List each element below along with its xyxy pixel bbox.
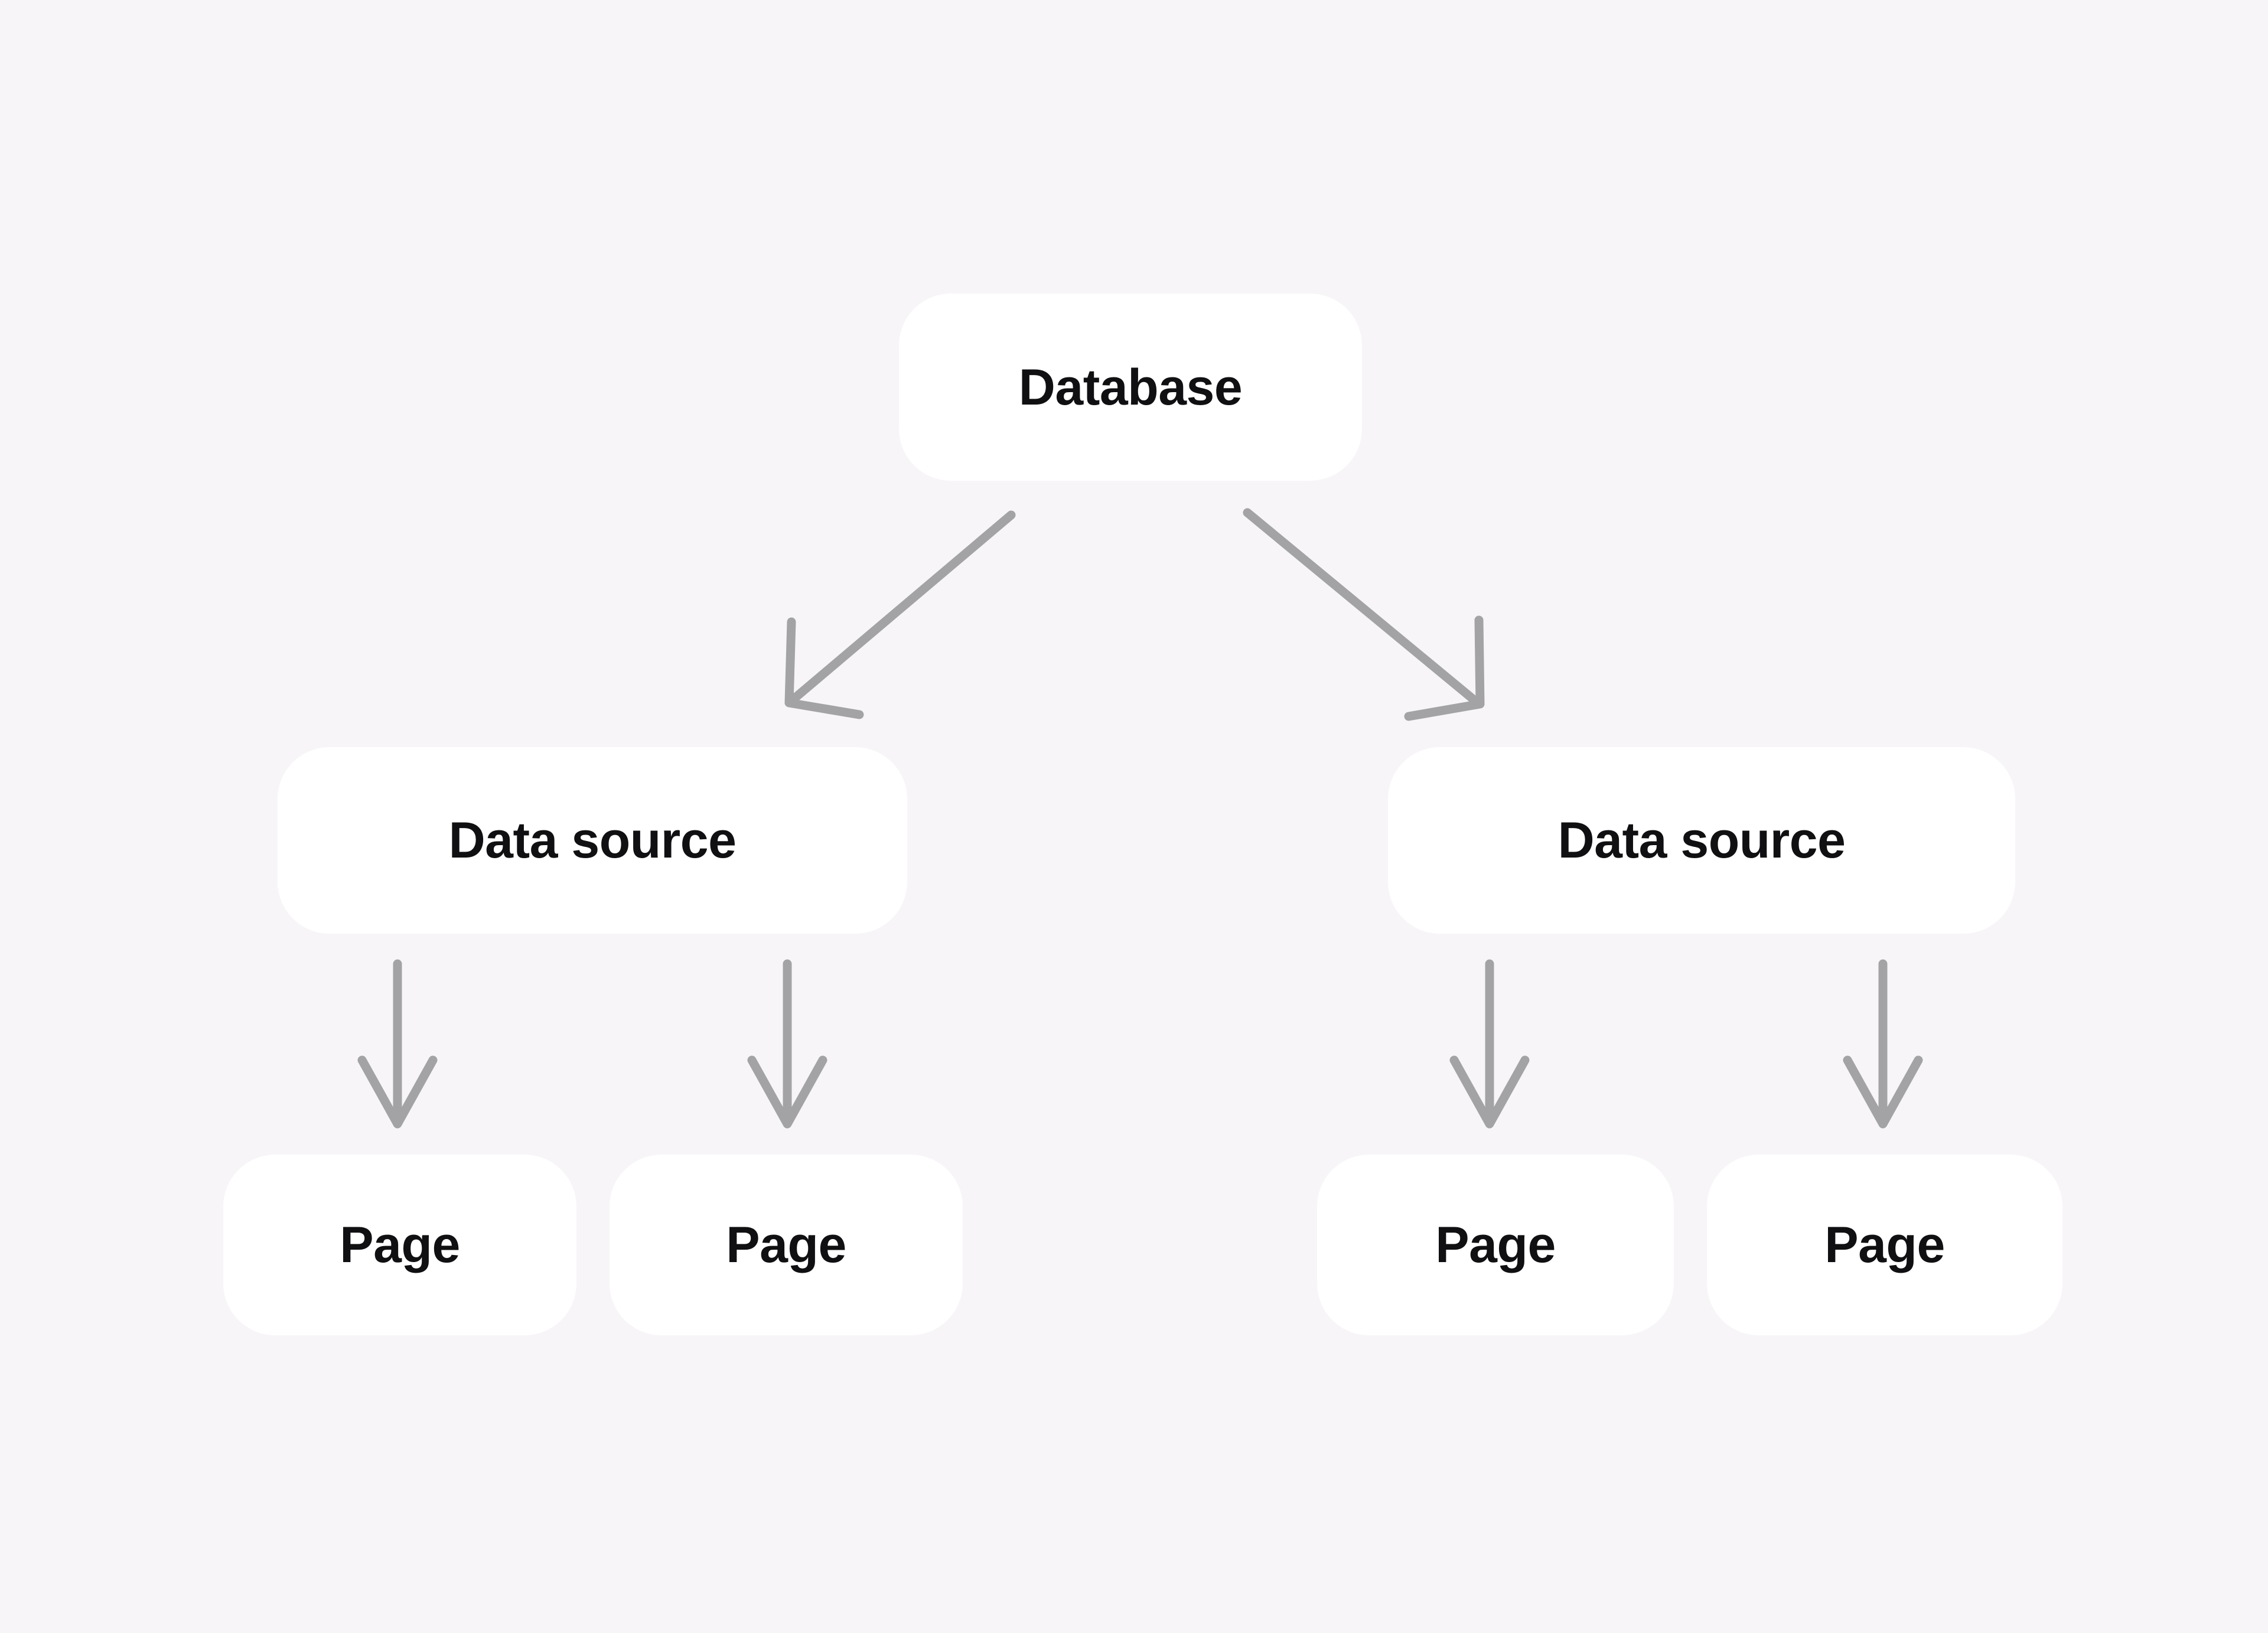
arrowhead-down xyxy=(1449,1055,1530,1129)
node-database-label: Database xyxy=(1018,358,1243,416)
node-page-1[interactable]: Page xyxy=(223,1155,576,1335)
arrowhead-down-left xyxy=(784,617,864,719)
edge-data-source-right-to-page-3 xyxy=(1449,959,1530,1129)
node-data-source-right-label: Data source xyxy=(1557,812,1846,869)
arrowhead-down xyxy=(1843,1055,1923,1129)
arrowhead-down xyxy=(357,1055,438,1129)
edge-data-source-left-to-page-1 xyxy=(357,959,438,1129)
edge-database-to-data-source-right xyxy=(1243,508,1485,721)
arrowhead-down-right xyxy=(1404,615,1485,721)
arrowhead-down xyxy=(747,1055,827,1129)
edge-data-source-left-to-page-2 xyxy=(747,959,827,1129)
node-page-4[interactable]: Page xyxy=(1707,1155,2062,1335)
node-page-1-label: Page xyxy=(340,1217,460,1273)
node-database[interactable]: Database xyxy=(899,294,1362,481)
node-page-2[interactable]: Page xyxy=(610,1155,963,1335)
edge-database-to-data-source-left xyxy=(784,510,1016,719)
node-data-source-right[interactable]: Data source xyxy=(1388,747,2015,934)
edge-data-source-right-to-page-4 xyxy=(1843,959,1923,1129)
node-page-3-label: Page xyxy=(1435,1217,1556,1273)
node-data-source-left-label: Data source xyxy=(448,812,737,869)
node-data-source-left[interactable]: Data source xyxy=(278,747,907,934)
node-page-2-label: Page xyxy=(726,1217,846,1273)
node-page-4-label: Page xyxy=(1824,1217,1945,1273)
node-page-3[interactable]: Page xyxy=(1317,1155,1674,1335)
